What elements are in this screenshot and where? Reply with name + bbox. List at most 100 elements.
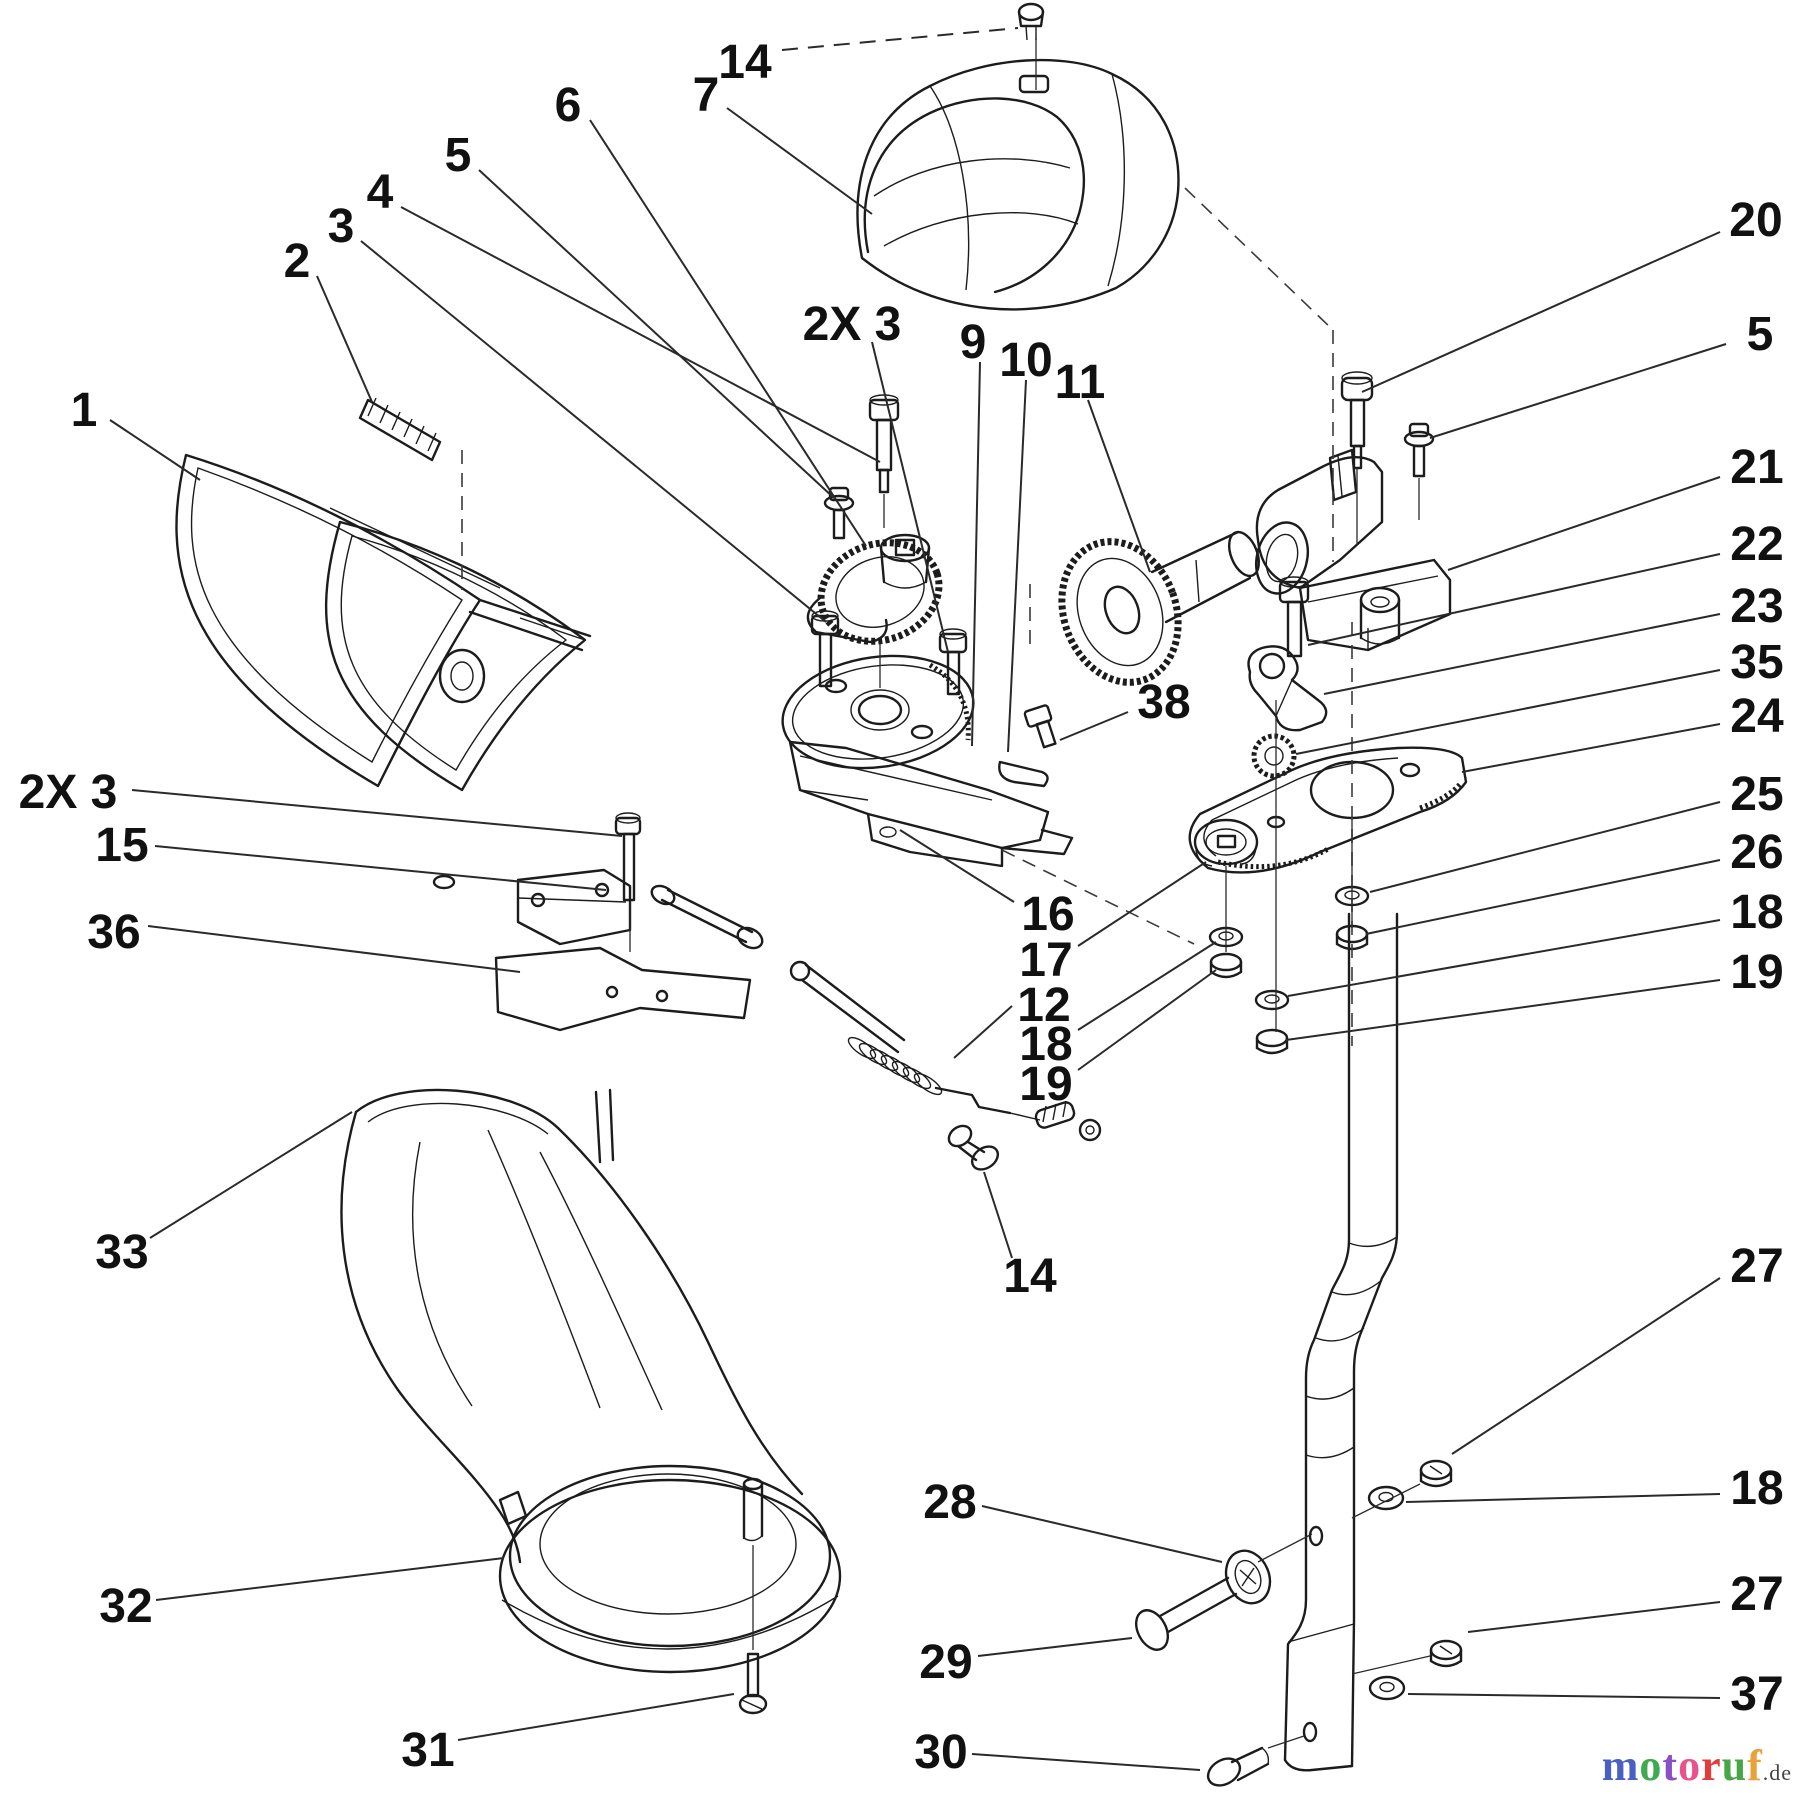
bolt-14-top (1017, 2, 1045, 41)
projection-line-13 (1267, 1735, 1305, 1749)
chute-ring-32 (498, 1464, 842, 1674)
part-callout-11: 11 (1055, 356, 1106, 409)
watermark-letter: m (1601, 1741, 1640, 1790)
part-callout-19: 19 (1730, 946, 1783, 999)
projection-line-11 (1351, 1483, 1421, 1519)
watermark-letter: o (1678, 1741, 1702, 1790)
part-callout-17: 17 (1019, 934, 1072, 987)
washer-37 (1368, 1675, 1406, 1701)
pivot-bracket-15 (432, 868, 632, 946)
motoruf-watermark-logo[interactable]: motoruf.de (1602, 1740, 1792, 1791)
leader-line-part-37 (1407, 1693, 1721, 1699)
washer-18-lower (1254, 989, 1290, 1011)
part-callout-21: 21 (1730, 441, 1783, 494)
part-callout-38: 38 (1137, 676, 1190, 729)
projection-line-10 (1257, 1533, 1313, 1563)
nut-19-under-bearing (1209, 952, 1243, 979)
leader-line-part-26 (1365, 859, 1721, 935)
leader-line-part-4 (400, 206, 881, 463)
screw-38 (1023, 704, 1057, 749)
hinge-post-31 (742, 1477, 764, 1542)
leader-line-part-18 (1287, 919, 1721, 997)
flange-bolt-5-left (823, 486, 855, 540)
part-callout-18: 18 (1730, 886, 1783, 939)
leader-line-part-19 (1077, 969, 1217, 1071)
part-callout-28: 28 (923, 1476, 976, 1529)
clevis-pin-15 (650, 884, 764, 950)
leader-line-part-9 (971, 361, 981, 747)
pivot-pin-28 (1224, 1549, 1272, 1605)
leader-line-part-2X3 (131, 789, 623, 837)
part-callout-15: 15 (95, 819, 148, 872)
leader-line-part-27 (1451, 1277, 1721, 1455)
bearing-17 (1193, 818, 1259, 867)
mount-plate-36 (494, 946, 752, 1032)
part-callout-4: 4 (367, 166, 394, 219)
leader-line-part-11 (1087, 399, 1151, 573)
leader-line-part-2 (316, 275, 373, 403)
leader-line-part-23 (1323, 613, 1721, 695)
bevel-gear-11 (1058, 530, 1261, 686)
watermark-letter: o (1639, 1741, 1663, 1790)
leader-line-part-18 (1077, 941, 1217, 1031)
part-callout-2X3: 2X 3 (803, 298, 902, 351)
part-callout-3: 3 (328, 200, 355, 253)
part-callout-18: 18 (1730, 1462, 1783, 1515)
leader-line-part-14 (983, 1171, 1013, 1259)
part-callout-37: 37 (1730, 1668, 1783, 1721)
part-callout-12: 12 (1017, 979, 1070, 1032)
part-callout-27: 27 (1730, 1568, 1783, 1621)
nut-19-lower (1255, 1028, 1289, 1055)
leader-line-part-38 (1059, 711, 1129, 741)
leader-line-part-6 (589, 119, 867, 547)
leader-line-part-21 (1447, 476, 1721, 571)
part-callout-31: 31 (401, 1724, 454, 1777)
projection-lines-layer (629, 38, 1431, 1749)
leader-line-part-15 (154, 845, 607, 891)
washer-18-rod (1367, 1485, 1405, 1511)
leader-line-part-10 (1007, 379, 1027, 753)
part-callout-35: 35 (1730, 636, 1783, 689)
shoulder-bolt-22 (1278, 576, 1310, 658)
watermark-letters: motoruf (1602, 1741, 1763, 1790)
part-callout-30: 30 (914, 1726, 967, 1779)
leader-line-part-22 (1307, 553, 1721, 646)
part-callout-16: 16 (1021, 888, 1074, 941)
part-callout-5: 5 (1747, 308, 1774, 361)
construction-line-0 (1184, 187, 1334, 331)
part-callout-25: 25 (1730, 768, 1783, 821)
part-callout-36: 36 (87, 906, 140, 959)
gear-knob-35 (1251, 733, 1297, 779)
leader-line-part-25 (1369, 801, 1721, 893)
part-callout-6: 6 (555, 79, 582, 132)
watermark-tld: .de (1762, 1760, 1792, 1785)
lock-lever-23 (1247, 645, 1328, 732)
part-callout-32: 32 (99, 1580, 152, 1633)
part-callout-26: 26 (1730, 826, 1783, 879)
part-callout-22: 22 (1730, 518, 1783, 571)
bolt-14-lower (947, 1124, 1000, 1171)
part-callout-2: 2 (284, 235, 311, 288)
part-callout-33: 33 (95, 1226, 148, 1279)
leader-line-part-18 (1405, 1493, 1721, 1503)
nut-27-upper (1419, 1459, 1453, 1488)
construction-lines-layer (461, 187, 1353, 1046)
part-callout-10: 10 (999, 334, 1052, 387)
leader-line-part-14 (781, 27, 1019, 51)
leader-line-part-32 (155, 1557, 505, 1601)
leader-line-part-33 (149, 1111, 353, 1239)
gear-assembly-6 (806, 533, 943, 645)
latch-clip (998, 760, 1049, 788)
part-callout-14: 14 (1003, 1250, 1057, 1303)
hex-bolt-3-bracket (614, 812, 642, 902)
clevis-pin-29 (1134, 1576, 1238, 1651)
part-callout-19: 19 (1019, 1058, 1072, 1111)
leader-line-part-16 (899, 829, 1015, 903)
part-callout-23: 23 (1730, 580, 1783, 633)
watermark-letter: r (1701, 1741, 1722, 1790)
part-callout-20: 20 (1729, 194, 1782, 247)
part-callout-9: 9 (960, 316, 987, 369)
leader-line-part-35 (1295, 669, 1721, 755)
projection-line-12 (1351, 1655, 1431, 1675)
watermark-letter: t (1662, 1741, 1679, 1790)
